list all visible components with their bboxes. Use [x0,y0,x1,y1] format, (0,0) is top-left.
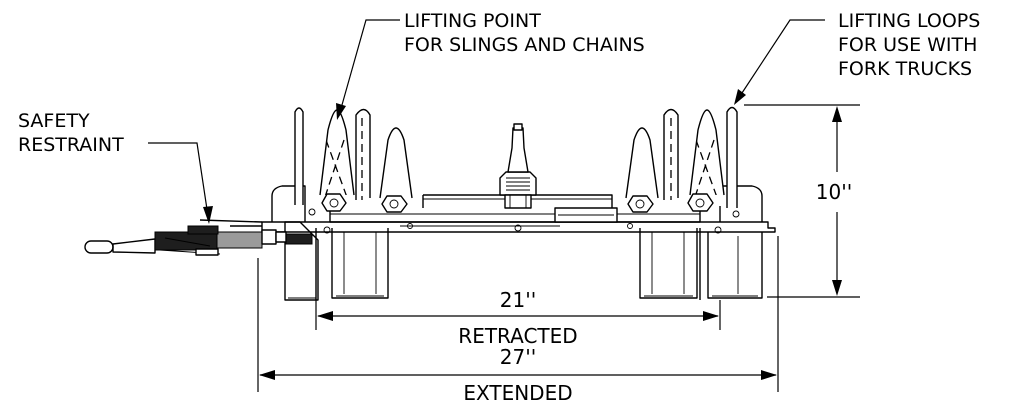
retracted-label: RETRACTED [458,324,577,348]
side-brackets [271,185,763,222]
lifting-point-line-2: FOR SLINGS AND CHAINS [404,34,645,56]
cone-hex-bases [321,193,714,213]
safety-line-1: SAFETY [18,110,90,132]
dimension-retracted [315,300,721,330]
lifting-point-line-1: LIFTING POINT [404,10,541,32]
center-spindle [499,123,537,232]
safety-restraint-mechanism [84,219,313,256]
extended-dimension-value: 27'' [500,345,536,369]
safety-line-2: RESTRAINT [18,134,124,156]
leader-lifting-point [336,19,400,120]
callout-lifting-loops: LIFTING LOOPS FOR USE WITH FORK TRUCKS [838,10,980,80]
main-plates [261,194,776,233]
hidden-fork-pockets [355,108,679,200]
lifting-cones [319,109,725,199]
dimension-height [744,104,860,298]
leader-lifting-loops [734,19,825,105]
lifting-loops-line-3: FORK TRUCKS [838,58,972,80]
extended-label: EXTENDED [463,381,572,405]
leader-safety-restraint [148,142,213,224]
callout-lifting-point: LIFTING POINT FOR SLINGS AND CHAINS [404,10,645,56]
dimension-extended [257,236,779,392]
callout-safety-restraint: SAFETY RESTRAINT [18,110,124,156]
lifting-loops-line-2: FOR USE WITH [838,34,977,56]
lifting-fixture [84,106,776,301]
retracted-dimension-value: 21'' [500,288,536,312]
plate-bolts [308,208,740,234]
lifting-loop-posts [294,106,738,208]
base-blocks [284,221,763,301]
height-dimension-value: 10'' [816,180,852,204]
lifting-loops-line-1: LIFTING LOOPS [838,10,980,32]
